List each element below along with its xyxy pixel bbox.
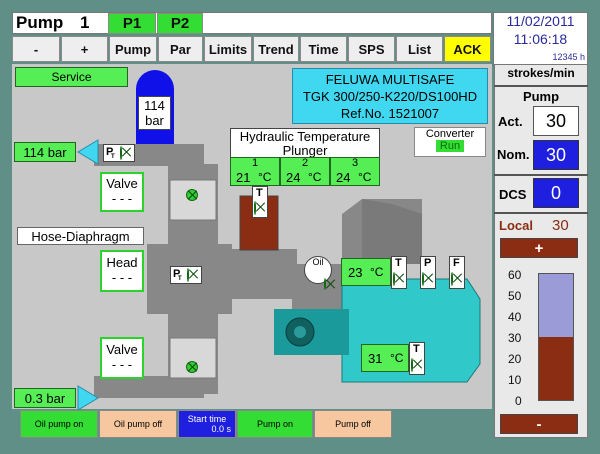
oil-sensor-led [324, 278, 326, 290]
valve-top-status: Valve - - - [100, 172, 144, 212]
act-value: 30 [533, 106, 579, 136]
discharge-arrow-icon [77, 139, 99, 165]
par-menu-button[interactable]: Par [158, 36, 203, 62]
speed-scale: 60 50 40 30 20 10 0 [500, 268, 530, 408]
reservoir-temp-sensor: T [252, 186, 268, 218]
right-divider-3 [494, 212, 588, 214]
oil-pump-off-button[interactable]: Oil pump off [99, 410, 177, 438]
act-label: Act. [498, 114, 523, 129]
suction-pressure-display: 0.3 bar [14, 388, 76, 408]
time-menu-button[interactable]: Time [300, 36, 347, 62]
hydraulic-temp-cell-3: 3 24 °C [330, 157, 380, 186]
local-plus-button[interactable]: + [500, 238, 578, 258]
pump-on-button[interactable]: Pump on [237, 410, 313, 438]
hydraulic-temp-cell-1: 1 21 °C [230, 157, 280, 186]
ack-button[interactable]: ACK [444, 36, 491, 62]
motor-temp-led [411, 358, 413, 372]
service-button[interactable]: Service [15, 67, 128, 87]
pressure-sensor-top-led [120, 146, 122, 160]
right-divider-1 [494, 85, 588, 87]
motor-temp-sensor: T [409, 342, 425, 375]
scale-tick-10: 10 [508, 373, 522, 387]
oil-pressure-led [422, 272, 424, 286]
plus-button[interactable]: + [61, 36, 108, 62]
oil-flow-sensor: F [449, 256, 465, 289]
hydraulic-temp-cell-2: 2 24 °C [280, 157, 330, 186]
converter-panel: Converter Run [414, 127, 486, 157]
start-time-display: Start time 0.0 s [178, 410, 236, 438]
suction-arrow-icon [77, 385, 99, 411]
strokes-label: strokes/min [507, 66, 575, 80]
discharge-pressure-display: 114 bar [14, 142, 76, 162]
local-value: 30 [552, 217, 569, 234]
valve-bottom-led [186, 361, 198, 373]
pump-number: 1 [80, 13, 90, 32]
tab-p1[interactable]: P1 [108, 13, 156, 34]
hose-diaphragm-label: Hose-Diaphragm [17, 227, 144, 245]
reservoir-temp-led [254, 201, 256, 215]
datetime-panel [493, 12, 588, 66]
pump-info-panel: FELUWA MULTISAFE TGK 300/250-K220/DS100H… [292, 68, 488, 124]
oil-sensor: Oil [304, 256, 332, 290]
scale-tick-20: 20 [508, 352, 522, 366]
sps-menu-button[interactable]: SPS [348, 36, 395, 62]
date-text: 11/02/2011 [506, 13, 575, 29]
pressure-sensor-head-led [187, 268, 189, 282]
dcs-label: DCS [499, 187, 527, 202]
motor-temp-display: 31 °C [361, 344, 409, 372]
oil-flow-led [451, 272, 453, 286]
pump-off-button[interactable]: Pump off [314, 410, 392, 438]
oil-temp-sensor: T [391, 256, 407, 289]
list-menu-button[interactable]: List [396, 36, 443, 62]
nom-label: Nom. [497, 147, 530, 162]
oil-temp-display: 23 °C [341, 258, 391, 286]
scale-tick-30: 30 [508, 331, 522, 345]
valve-top-led [186, 189, 198, 201]
header-title: Pump [16, 13, 64, 32]
right-divider-2 [494, 174, 588, 176]
plunger-connector [217, 249, 297, 299]
converter-status: Run [435, 140, 465, 152]
hours-text: 12345 h [552, 52, 585, 62]
pressure-sensor-top: P T [103, 144, 135, 162]
oil-temp-led [393, 272, 395, 286]
pressure-sensor-head: P T [170, 266, 202, 284]
local-label: Local [499, 218, 533, 233]
scale-tick-0: 0 [515, 394, 522, 408]
suction-pipe [94, 376, 204, 398]
pump-menu-button[interactable]: Pump [109, 36, 157, 62]
nom-value[interactable]: 30 [533, 140, 579, 170]
time-text: 11:06:18 [513, 31, 568, 47]
minus-button[interactable]: - [12, 36, 60, 62]
tab-p2[interactable]: P2 [157, 13, 203, 34]
scale-tick-60: 60 [508, 268, 522, 282]
tank-pressure-label: 114 bar [138, 96, 171, 130]
speed-bar-track[interactable] [538, 273, 574, 401]
limits-menu-button[interactable]: Limits [204, 36, 252, 62]
pump-subpanel-label: Pump [522, 89, 560, 104]
oil-pump-on-button[interactable]: Oil pump on [20, 410, 98, 438]
oil-pressure-sensor: P [420, 256, 436, 289]
valve-housing-bottom [169, 337, 217, 379]
scale-tick-50: 50 [508, 289, 522, 303]
local-minus-button[interactable]: - [500, 414, 578, 434]
speed-bar-fill [539, 337, 573, 400]
trend-menu-button[interactable]: Trend [253, 36, 299, 62]
head-status: Head - - - [100, 250, 144, 292]
valve-bottom-status: Valve - - - [100, 337, 144, 379]
pump-body-bulge [147, 244, 168, 314]
hydraulic-temp-title: Hydraulic Temperature Plunger [230, 128, 380, 158]
scale-tick-40: 40 [508, 310, 522, 324]
dcs-value[interactable]: 0 [533, 178, 579, 208]
